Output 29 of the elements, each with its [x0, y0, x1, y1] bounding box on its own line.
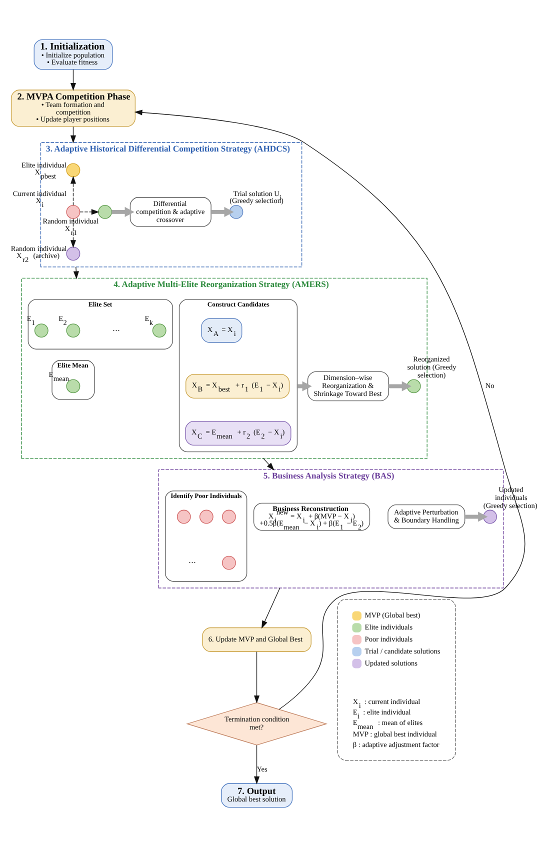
node-circle	[222, 555, 236, 570]
node-circle	[66, 204, 80, 218]
arrow	[112, 206, 134, 216]
node-circle	[66, 323, 80, 338]
node-circle	[199, 509, 214, 524]
node-circle	[98, 204, 112, 218]
arrow	[263, 458, 274, 470]
node-circle	[66, 246, 80, 260]
node-circle	[406, 378, 421, 393]
arrow	[134, 109, 526, 710]
arrow	[261, 587, 280, 628]
node-box	[337, 598, 456, 760]
arrow	[388, 380, 412, 391]
node-circle	[176, 509, 191, 524]
arrow	[70, 68, 76, 90]
arrow	[70, 218, 76, 248]
arrow	[80, 208, 100, 214]
node-circle	[222, 509, 236, 524]
arrow	[254, 744, 260, 784]
arrow	[73, 266, 79, 279]
arrow	[70, 175, 76, 206]
node-circle	[34, 323, 48, 338]
arrow	[464, 511, 488, 522]
arrow	[211, 206, 234, 216]
arrow	[254, 650, 260, 703]
node-circle	[66, 162, 80, 177]
node-circle	[152, 323, 166, 338]
node-circle	[483, 509, 497, 524]
node-circle	[229, 204, 244, 218]
